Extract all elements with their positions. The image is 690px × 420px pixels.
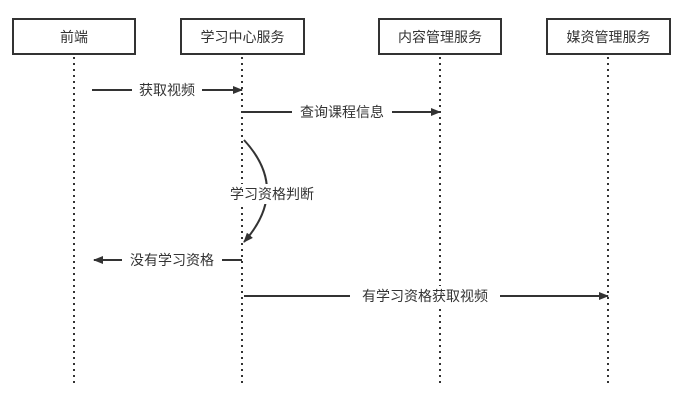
message-label-no-eligibility: 没有学习资格: [130, 253, 214, 269]
message-label-eligible-get-video: 有学习资格获取视频: [362, 289, 488, 305]
participant-label: 前端: [60, 29, 88, 46]
participant-learning-center: 学习中心服务: [180, 18, 305, 55]
message-label-query-course: 查询课程信息: [300, 104, 384, 121]
participant-media-management: 媒资管理服务: [546, 18, 671, 55]
message-label-get-video: 获取视频: [139, 83, 195, 99]
participant-label: 内容管理服务: [398, 29, 482, 46]
participant-frontend: 前端: [12, 18, 136, 55]
message-label-eligibility-check: 学习资格判断: [230, 187, 314, 203]
participant-label: 学习中心服务: [200, 29, 285, 46]
participant-label: 媒资管理服务: [566, 29, 651, 46]
participant-content-management: 内容管理服务: [378, 18, 502, 55]
